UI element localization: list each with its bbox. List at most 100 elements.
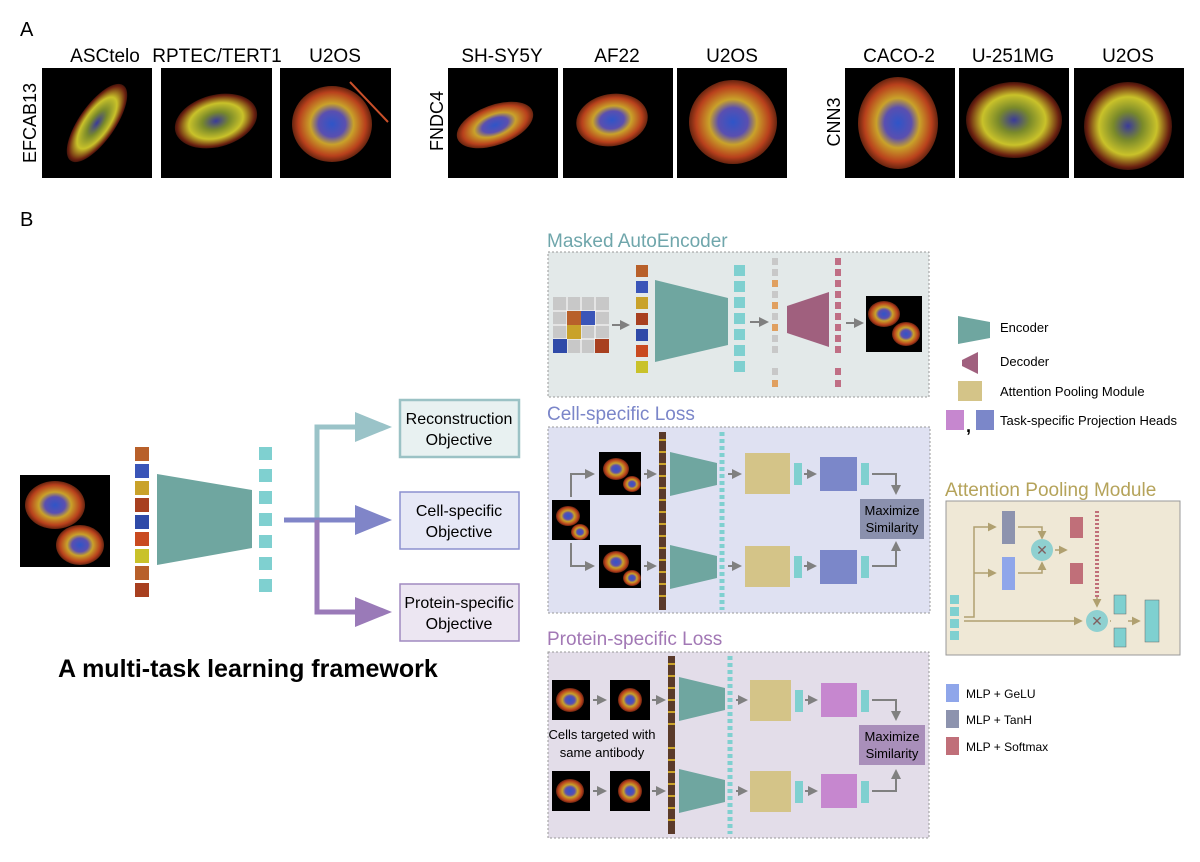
svg-text:✕: ✕ [1091,613,1103,629]
objective-label: Cell-specific [416,503,502,520]
mlp-legend-swatch [946,684,959,702]
attention-input-column [950,595,959,640]
mae-encoder-shape [655,280,728,362]
protein-projection-head [821,683,857,717]
objective-cell-specific: Cell-specific Objective [399,491,520,550]
legend-label: Attention Pooling Module [1000,384,1145,399]
encoder-shape [679,769,725,813]
mae-reconstructed-image [866,296,922,352]
micrograph-image [280,68,391,178]
micrograph-image [448,68,558,178]
legend-label: Decoder [1000,354,1050,369]
mae-box [547,251,930,398]
legend: Encoder Decoder Attention Pooling Module… [946,316,1178,436]
mlp-legend: MLP + GeLU MLP + TanH MLP + Softmax [946,684,1048,755]
projection-head-legend-icon [946,410,964,430]
legend-label: Encoder [1000,320,1049,335]
panel-b-label: B [20,209,33,231]
group-fndc4: SH-SY5Y AF22 U2OS FNDC4 [427,46,787,178]
cell-line-label: CACO-2 [863,46,935,67]
mae-decoder-shape [787,292,829,347]
objective-protein-specific: Protein-specific Objective [399,583,520,642]
attention-pooling-block [750,680,791,721]
input-image [20,475,110,567]
antibody-note: Cells targeted with [549,727,656,742]
protein-label: CNN3 [824,97,844,146]
maximize-similarity-box [860,499,924,539]
protein-loss-title: Protein-specific Loss [547,629,722,650]
objective-label: Objective [426,432,493,449]
cell-line-label: U2OS [309,46,361,67]
micrograph-image [1074,68,1184,178]
maximize-label: Maximize [865,729,920,744]
augmented-view [599,452,641,495]
maximize-similarity-box [859,725,925,765]
attention-pooling-block [745,546,790,587]
maximize-label: Maximize [865,503,920,518]
antibody-view [610,771,650,811]
group-efcab13: ASCtelo RPTEC/TERT1 U2OS EFCAB13 [20,46,391,178]
mlp-softmax-block [1070,517,1083,538]
cell-loss-title: Cell-specific Loss [547,404,695,425]
protein-label: FNDC4 [427,91,447,151]
mae-title: Masked AutoEncoder [547,231,728,252]
micrograph-image [677,68,787,178]
multiply-icon [1086,610,1108,632]
encoder-shape [670,545,717,589]
group-cnn3: CACO-2 U-251MG U2OS CNN3 [824,46,1184,178]
attention-module-box: ✕ ✕ [945,500,1181,656]
micrograph-image [959,68,1069,178]
projection-head-legend-icon [976,410,994,430]
cell-line-label: AF22 [594,46,639,67]
pooled-embedding [1144,599,1160,643]
objective-label: Objective [426,524,493,541]
embedding-column [259,447,272,592]
similarity-label: Similarity [866,520,919,535]
mlp-legend-label: MLP + GeLU [966,687,1035,701]
cell-line-label: U2OS [1102,46,1154,67]
legend-label: Task-specific Projection Heads [1000,413,1178,428]
encoder-shape [670,452,717,496]
antibody-image [552,771,590,811]
cell-line-label: U2OS [706,46,758,67]
mae-decoded-column [835,258,841,387]
augmented-view [599,545,641,588]
mlp-softmax-block [1070,563,1083,584]
antibody-note: same antibody [560,745,645,760]
protein-projection-head [821,774,857,808]
multiply-icon [1031,539,1053,561]
patch-strip [668,656,675,834]
mae-patch-column [636,265,648,373]
encoder-shape [157,474,252,565]
mlp-legend-swatch [946,737,959,755]
objective-label: Objective [426,616,493,633]
mlp-legend-label: MLP + Softmax [966,740,1048,754]
cell-line-label: ASCtelo [70,46,140,67]
attention-legend-icon [958,381,982,401]
cell-projection-head [820,457,857,491]
objective-reconstruction: Reconstruction Objective [398,398,521,459]
cell-line-label: U-251MG [972,46,1054,67]
encoder-shape [679,677,725,721]
protein-loss-box: Cells targeted with same antibody [547,651,930,839]
objective-label: Reconstruction [406,411,513,428]
panel-a-label: A [20,19,34,41]
attention-pooling-block [750,771,791,812]
decoder-legend-icon [962,352,978,374]
mlp-gelu-block [1002,557,1015,590]
encoder-legend-icon [958,316,990,344]
branch-arrows [284,412,392,627]
cell-line-label: RPTEC/TERT1 [152,46,282,67]
similarity-label: Similarity [866,746,919,761]
mlp-legend-swatch [946,710,959,728]
svg-text:,: , [966,416,971,436]
patch-strip [659,432,666,610]
objective-label: Protein-specific [404,595,513,612]
mlp-legend-label: MLP + TanH [966,713,1032,727]
attention-pooling-block [745,453,790,494]
micrograph-image [42,68,152,178]
source-image [552,500,590,540]
patch-column [135,447,149,597]
micrograph-image [845,68,955,178]
